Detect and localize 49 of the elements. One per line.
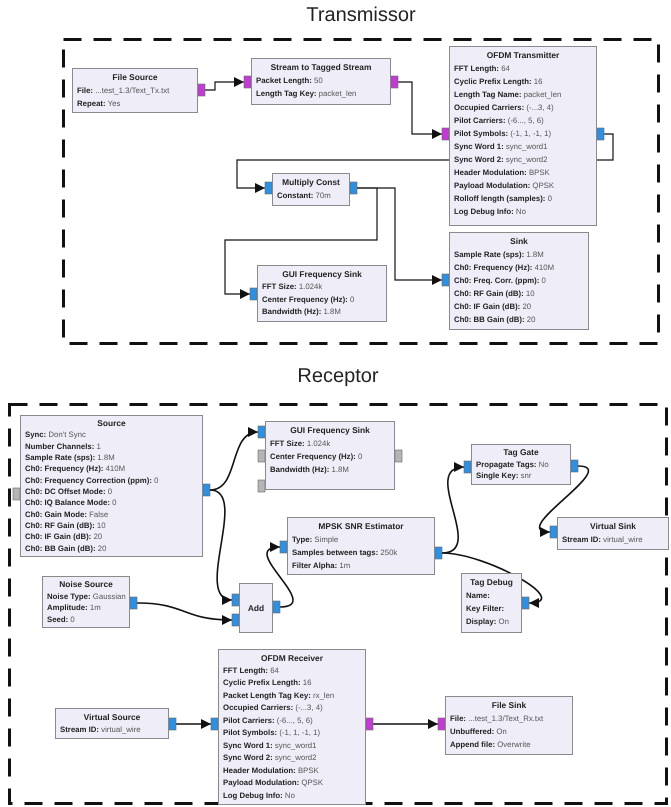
block-title: OFDM Receiver: [261, 652, 323, 664]
block-box: [251, 58, 391, 105]
block-title: Tag Debug: [470, 576, 513, 589]
block-box: [461, 573, 522, 633]
block-title: Add: [248, 602, 264, 614]
block-box: [557, 517, 669, 550]
connector-arrow: [398, 81, 442, 139]
block-box: [287, 517, 435, 575]
block-box: [272, 173, 350, 206]
block-title: MPSK SNR Estimator: [318, 520, 404, 533]
block-box: [257, 265, 387, 322]
block-title: GUI Frequency Sink: [290, 424, 370, 437]
block-box: [55, 708, 169, 739]
section-title: Transmissor: [306, 4, 416, 27]
block-title: Stream to Tagged Stream: [270, 61, 372, 74]
block-box: [218, 649, 366, 805]
connector-arrow: [210, 428, 258, 491]
block-title: Virtual Sink: [590, 520, 636, 533]
block-title: Source: [97, 418, 126, 430]
block-title: OFDM Transmitter: [486, 49, 560, 62]
block-box: [42, 576, 130, 628]
block-box: [449, 232, 589, 330]
block-box: [471, 444, 571, 485]
block-box: [72, 68, 198, 113]
block-title: GUI Frequency Sink: [282, 268, 362, 281]
connector-arrow: [442, 464, 464, 554]
connector-arrow: [442, 552, 542, 607]
block-title: Virtual Source: [84, 711, 140, 724]
connector-arrow: [176, 719, 211, 729]
connector-arrow: [539, 465, 589, 536]
connector-arrow: [136, 602, 232, 625]
connector-arrow: [224, 187, 378, 299]
connector-arrow: [373, 719, 438, 729]
connector-arrow: [266, 543, 294, 608]
block-title: Noise Source: [59, 579, 113, 590]
block-title: File Sink: [492, 699, 526, 712]
block-box: [265, 421, 395, 490]
block-title: Sink: [510, 235, 528, 248]
connector-arrow: [210, 489, 232, 602]
block-box: [20, 415, 203, 557]
connector-arrow: [205, 77, 244, 91]
block-box: [445, 696, 573, 755]
block-title: File Source: [112, 71, 158, 84]
block-title: Tag Gate: [503, 447, 539, 459]
block-box: [449, 46, 597, 226]
connector-arrow: [357, 187, 442, 285]
block-box: [239, 583, 273, 633]
section-title: Receptor: [297, 365, 379, 388]
block-title: Multiply Const: [282, 176, 340, 189]
